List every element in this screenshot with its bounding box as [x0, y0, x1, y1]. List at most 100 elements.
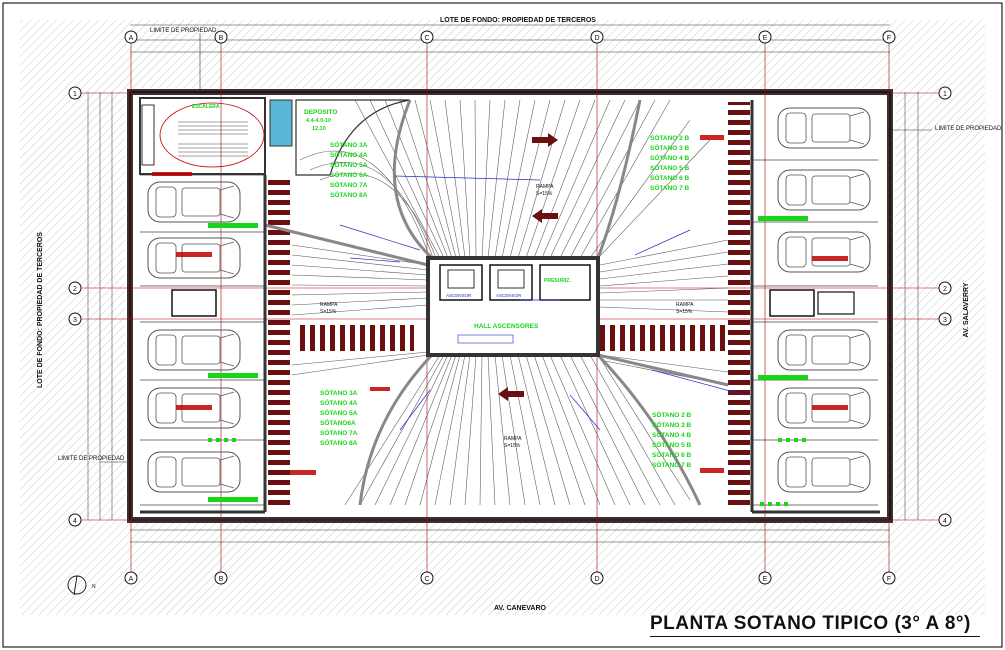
pressurized-label: PRESURIZ. — [544, 278, 571, 284]
drawing-title-underline — [650, 636, 980, 637]
crosswalk-left — [268, 175, 290, 505]
level-list-upper-right: SÓTANO 2 B SÓTANO 3 B SÓTANO 4 B SÓTANO … — [650, 133, 690, 192]
elevator-label-1: ASCENSOR — [446, 293, 472, 298]
svg-text:SÓTANO 8A: SÓTANO 8A — [330, 190, 368, 199]
direction-arrows — [498, 133, 558, 401]
elevator-label-2: ASCENSOR — [496, 293, 522, 298]
red-annotations — [152, 135, 848, 475]
north-label: N — [92, 584, 96, 590]
svg-text:SÓTANO 2 B: SÓTANO 2 B — [652, 410, 692, 419]
svg-text:SÓTANO 3 B: SÓTANO 3 B — [652, 420, 692, 429]
svg-text:B: B — [219, 576, 224, 583]
svg-text:SÓTANO 3 B: SÓTANO 3 B — [650, 143, 690, 152]
svg-text:S=15%: S=15% — [504, 443, 521, 449]
right-shaft — [769, 289, 815, 317]
svg-text:SÓTANO 5A: SÓTANO 5A — [320, 408, 358, 417]
svg-text:S=15%: S=15% — [676, 309, 693, 315]
svg-text:2: 2 — [943, 286, 947, 293]
level-list-lower-right: SÓTANO 2 B SÓTANO 3 B SÓTANO 4 B SÓTANO … — [652, 410, 692, 469]
shaft-cyan — [269, 99, 293, 147]
svg-text:A: A — [129, 35, 134, 42]
right-parking-stalls — [752, 107, 878, 506]
svg-text:SÓTANO 5A: SÓTANO 5A — [330, 160, 368, 169]
svg-text:SÓTANO 6A: SÓTANO 6A — [330, 170, 368, 179]
svg-text:SÓTANO 3A: SÓTANO 3A — [320, 388, 358, 397]
top-neighbor-label: LOTE DE FONDO: PROPIEDAD DE TERCEROS — [440, 17, 596, 24]
svg-text:RAMPA: RAMPA — [504, 436, 522, 442]
deposit-label: DEPOSITO — [304, 109, 337, 116]
stairs-label: ESCALERA — [192, 104, 220, 110]
svg-text:A: A — [129, 576, 134, 583]
svg-text:4: 4 — [943, 518, 947, 525]
svg-text:SÓTANO 4A: SÓTANO 4A — [320, 398, 358, 407]
svg-text:SÓTANO 7 B: SÓTANO 7 B — [652, 460, 692, 469]
property-limit-label-top: LIMITE DE PROPIEDAD — [150, 28, 217, 34]
svg-text:E: E — [763, 35, 768, 42]
arrow-left-top — [532, 209, 558, 223]
dimension-lines — [87, 39, 919, 543]
svg-text:SÓTANO 8A: SÓTANO 8A — [320, 438, 358, 447]
svg-text:SÓTANO 5 B: SÓTANO 5 B — [652, 440, 692, 449]
hall-label: HALL ASCENSORES — [474, 323, 539, 330]
svg-text:RAMPA: RAMPA — [320, 302, 338, 308]
svg-text:F: F — [887, 35, 891, 42]
central-core: ASCENSOR ASCENSOR PRESURIZ. HALL ASCENSO… — [426, 256, 600, 357]
deposit-level: 12.10 — [312, 126, 326, 132]
green-markers — [208, 438, 806, 506]
right-shaft-2 — [817, 291, 855, 315]
left-neighbor-label: LOTE DE FONDO: PROPIEDAD DE TERCEROS — [37, 232, 44, 388]
svg-text:F: F — [887, 576, 891, 583]
bottom-street-label: AV. CANEVARO — [494, 605, 547, 612]
svg-text:C: C — [424, 576, 429, 583]
property-limit-label-right: LIMITE DE PROPIEDAD — [935, 126, 1002, 132]
svg-text:C: C — [424, 35, 429, 42]
svg-text:SÓTANO 4 B: SÓTANO 4 B — [652, 430, 692, 439]
svg-text:1: 1 — [73, 91, 77, 98]
left-shaft — [171, 289, 217, 317]
level-list-upper-center: SÓTANO 3A SÓTANO 4A SÓTANO 5A SÓTANO 6A … — [330, 140, 368, 199]
svg-text:SÓTANO 2 B: SÓTANO 2 B — [650, 133, 690, 142]
crosswalk-center-left — [296, 325, 414, 351]
deposit-room: DEPOSITO 4.4-4.0-10 12.10 — [295, 99, 411, 176]
svg-text:3: 3 — [943, 317, 947, 324]
property-limit-label-left: LIMITE DE PROPIEDAD — [58, 456, 125, 462]
svg-text:RAMPA: RAMPA — [536, 184, 554, 190]
crosswalk-right — [728, 102, 750, 507]
arrow-left-bottom — [498, 387, 524, 401]
blue-leaders — [339, 175, 746, 431]
ramp-lines-bottom — [344, 354, 691, 506]
svg-text:4: 4 — [73, 518, 77, 525]
stair-core: ESCALERA — [139, 97, 266, 175]
svg-text:D: D — [594, 35, 599, 42]
svg-text:2: 2 — [73, 286, 77, 293]
svg-text:1: 1 — [943, 91, 947, 98]
crosswalk-center-right — [600, 325, 726, 351]
svg-text:SÓTANO6A: SÓTANO6A — [320, 418, 356, 427]
arrow-right-top — [532, 133, 558, 147]
svg-text:SÓTANO 7 B: SÓTANO 7 B — [650, 183, 690, 192]
svg-text:B: B — [219, 35, 224, 42]
interior-walls — [140, 100, 880, 514]
grid-bubbles-columns-bottom: A B C D E F — [124, 571, 896, 585]
right-street-label: AV. SALAVERRY — [963, 282, 970, 337]
deposit-area: 4.4-4.0-10 — [306, 118, 331, 124]
svg-text:E: E — [763, 576, 768, 583]
svg-text:S=15%: S=15% — [536, 191, 553, 197]
svg-text:SÓTANO 4 B: SÓTANO 4 B — [650, 153, 690, 162]
svg-text:SÓTANO 4A: SÓTANO 4A — [330, 150, 368, 159]
svg-text:SÓTANO 5 B: SÓTANO 5 B — [650, 163, 690, 172]
ramp-lines-sides — [291, 239, 729, 386]
grid-bubbles-rows: 1 2 3 4 1 2 3 4 — [68, 86, 952, 527]
ramp-labels: RAMPA S=15% RAMPA S=15% RAMPA S=15% RAMP… — [320, 184, 694, 449]
ramp-lines-top — [299, 99, 711, 259]
svg-text:SÓTANO 7A: SÓTANO 7A — [320, 428, 358, 437]
north-arrow-icon: N — [67, 575, 96, 596]
svg-text:SÓTANO 6 B: SÓTANO 6 B — [652, 450, 692, 459]
svg-text:S=15%: S=15% — [320, 309, 337, 315]
svg-text:SÓTANO 3A: SÓTANO 3A — [330, 140, 368, 149]
level-list-lower-left: SÓTANO 3A SÓTANO 4A SÓTANO 5A SÓTANO6A S… — [320, 388, 358, 447]
svg-text:SÓTANO 6 B: SÓTANO 6 B — [650, 173, 690, 182]
svg-text:RAMPA: RAMPA — [676, 302, 694, 308]
